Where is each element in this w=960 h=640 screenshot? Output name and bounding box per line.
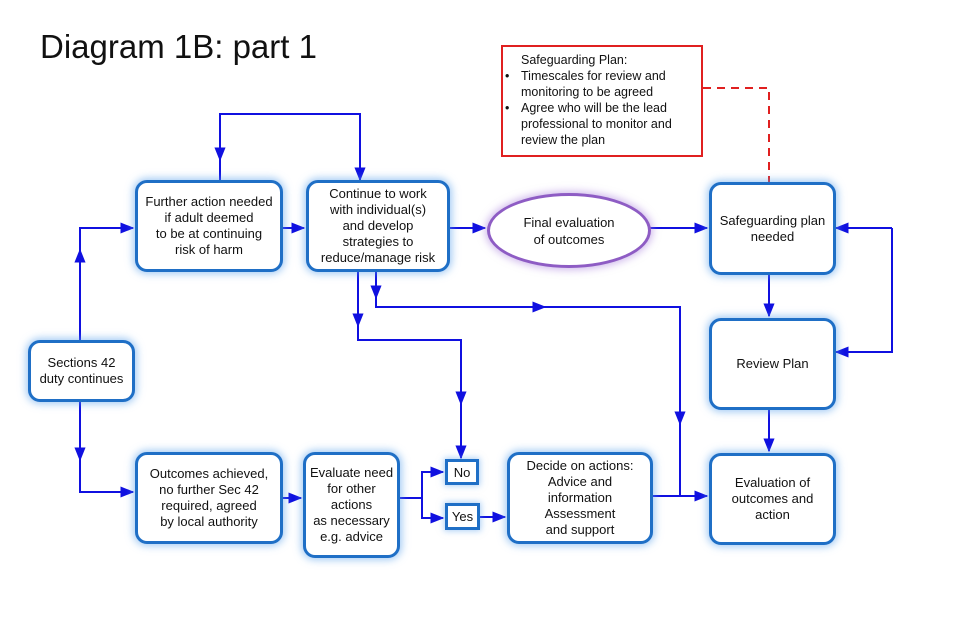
note-link-dashed [703,87,770,182]
node-evaluation-outcomes: Evaluation of outcomes and action [709,453,836,545]
node-yes: Yes [445,503,480,530]
evaluate-branch [400,466,445,499]
node-safeguarding-plan: Safeguarding plan needed [709,182,836,275]
sections-to-further-arrow [79,222,135,340]
node-continue-work: Continue to work with individual(s) and … [306,180,450,272]
continue-to-no-path [357,272,467,460]
node-review-plan: Review Plan [709,318,836,410]
diagram-title: Diagram 1B: part 1 [40,28,317,65]
node-outcomes-achieved: Outcomes achieved, no further Sec 42 req… [135,452,283,544]
node-evaluate-need: Evaluate need for other actions as neces… [303,452,400,558]
evaluate-to-yes-arrow [421,498,445,524]
node-further-action: Further action needed if adult deemed to… [135,180,283,272]
node-sections-42: Sections 42 duty continues [28,340,135,402]
safeguarding-plan-note: Safeguarding Plan: Timescales for review… [501,45,703,157]
loop-connector [219,113,366,182]
node-decide-actions: Decide on actions: Advice and informatio… [507,452,653,544]
note-item: Timescales for review and monitoring to … [505,68,693,100]
node-final-evaluation: Final evaluation of outcomes [487,193,651,268]
node-no: No [445,459,479,485]
review-safeguarding-loop [834,228,893,358]
sections-to-outcomes-arrow [79,402,135,498]
note-item: Agree who will be the lead professional … [505,100,693,148]
note-heading: Safeguarding Plan: [521,53,628,67]
